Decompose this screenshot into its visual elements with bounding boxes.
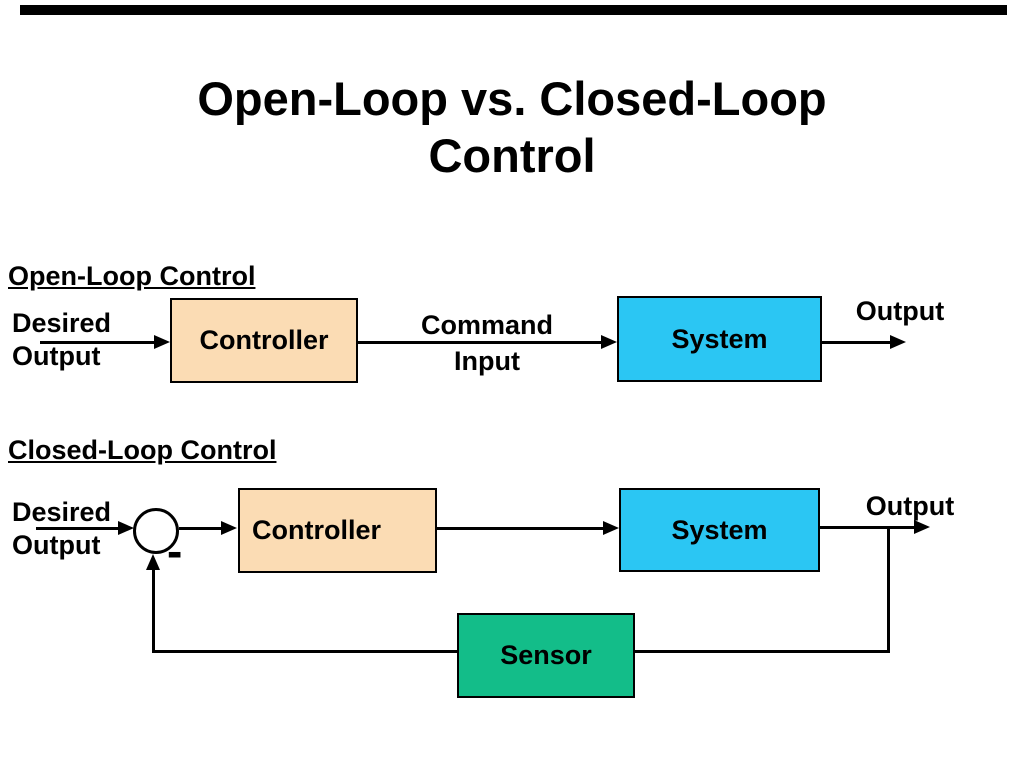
feedback-line-up (152, 568, 155, 653)
arrowhead-cl-controller-to-system (603, 521, 619, 535)
command-label-line1: Command (420, 310, 553, 340)
summing-junction-circle (133, 508, 179, 554)
slide-title: Open-Loop vs. Closed-Loop Control (0, 70, 1024, 185)
open-loop-controller-box: Controller (170, 298, 358, 383)
open-loop-desired-line1: Desired (12, 308, 112, 338)
sensor-box: Sensor (457, 613, 635, 698)
command-label-line2: Input (454, 346, 520, 376)
arrowhead-ol-desired-to-controller (154, 335, 170, 349)
arrowhead-ol-controller-to-system (601, 335, 617, 349)
closed-loop-output-label: Output (865, 491, 955, 521)
feedback-line-down (887, 526, 890, 653)
closed-loop-system-box: System (619, 488, 820, 572)
closed-loop-desired-line1: Desired (12, 497, 112, 527)
arrowhead-cl-system-to-output (914, 520, 930, 534)
arrow-cl-desired-to-junction (36, 527, 120, 530)
feedback-line-right (635, 650, 890, 653)
arrow-cl-system-to-output (820, 526, 914, 529)
arrow-cl-junction-to-controller (179, 527, 223, 530)
open-loop-controller-label: Controller (199, 325, 329, 355)
top-border-bar (20, 5, 1007, 15)
slide-title-line2: Control (428, 129, 596, 183)
feedback-line-left (153, 650, 457, 653)
arrow-ol-desired-to-controller (40, 341, 156, 344)
open-loop-system-label: System (671, 323, 768, 354)
sensor-label: Sensor (500, 640, 592, 670)
slide-title-line1: Open-Loop vs. Closed-Loop (197, 72, 827, 125)
arrow-ol-system-to-output (822, 341, 890, 344)
closed-loop-system-label: System (671, 514, 768, 545)
arrow-ol-controller-to-system (358, 341, 604, 344)
minus-sign: - (167, 525, 183, 577)
open-loop-output-label: Output (855, 296, 945, 326)
open-loop-system-box: System (617, 296, 822, 382)
arrowhead-cl-desired-to-junction (118, 521, 134, 535)
open-loop-desired-line2: Output (12, 341, 101, 371)
closed-loop-controller-label: Controller (252, 515, 382, 545)
closed-loop-desired-line2: Output (12, 530, 101, 560)
arrowhead-cl-junction-to-controller (221, 521, 237, 535)
closed-loop-desired-output-label: Desired Output (12, 496, 111, 562)
closed-loop-heading: Closed-Loop Control (8, 435, 277, 465)
arrow-cl-controller-to-system (437, 527, 603, 530)
closed-loop-controller-box: Controller (238, 488, 437, 573)
open-loop-desired-output-label: Desired Output (12, 307, 111, 373)
arrowhead-ol-system-to-output (890, 335, 906, 349)
arrowhead-feedback-to-junction (146, 554, 160, 570)
open-loop-heading: Open-Loop Control (8, 261, 256, 291)
